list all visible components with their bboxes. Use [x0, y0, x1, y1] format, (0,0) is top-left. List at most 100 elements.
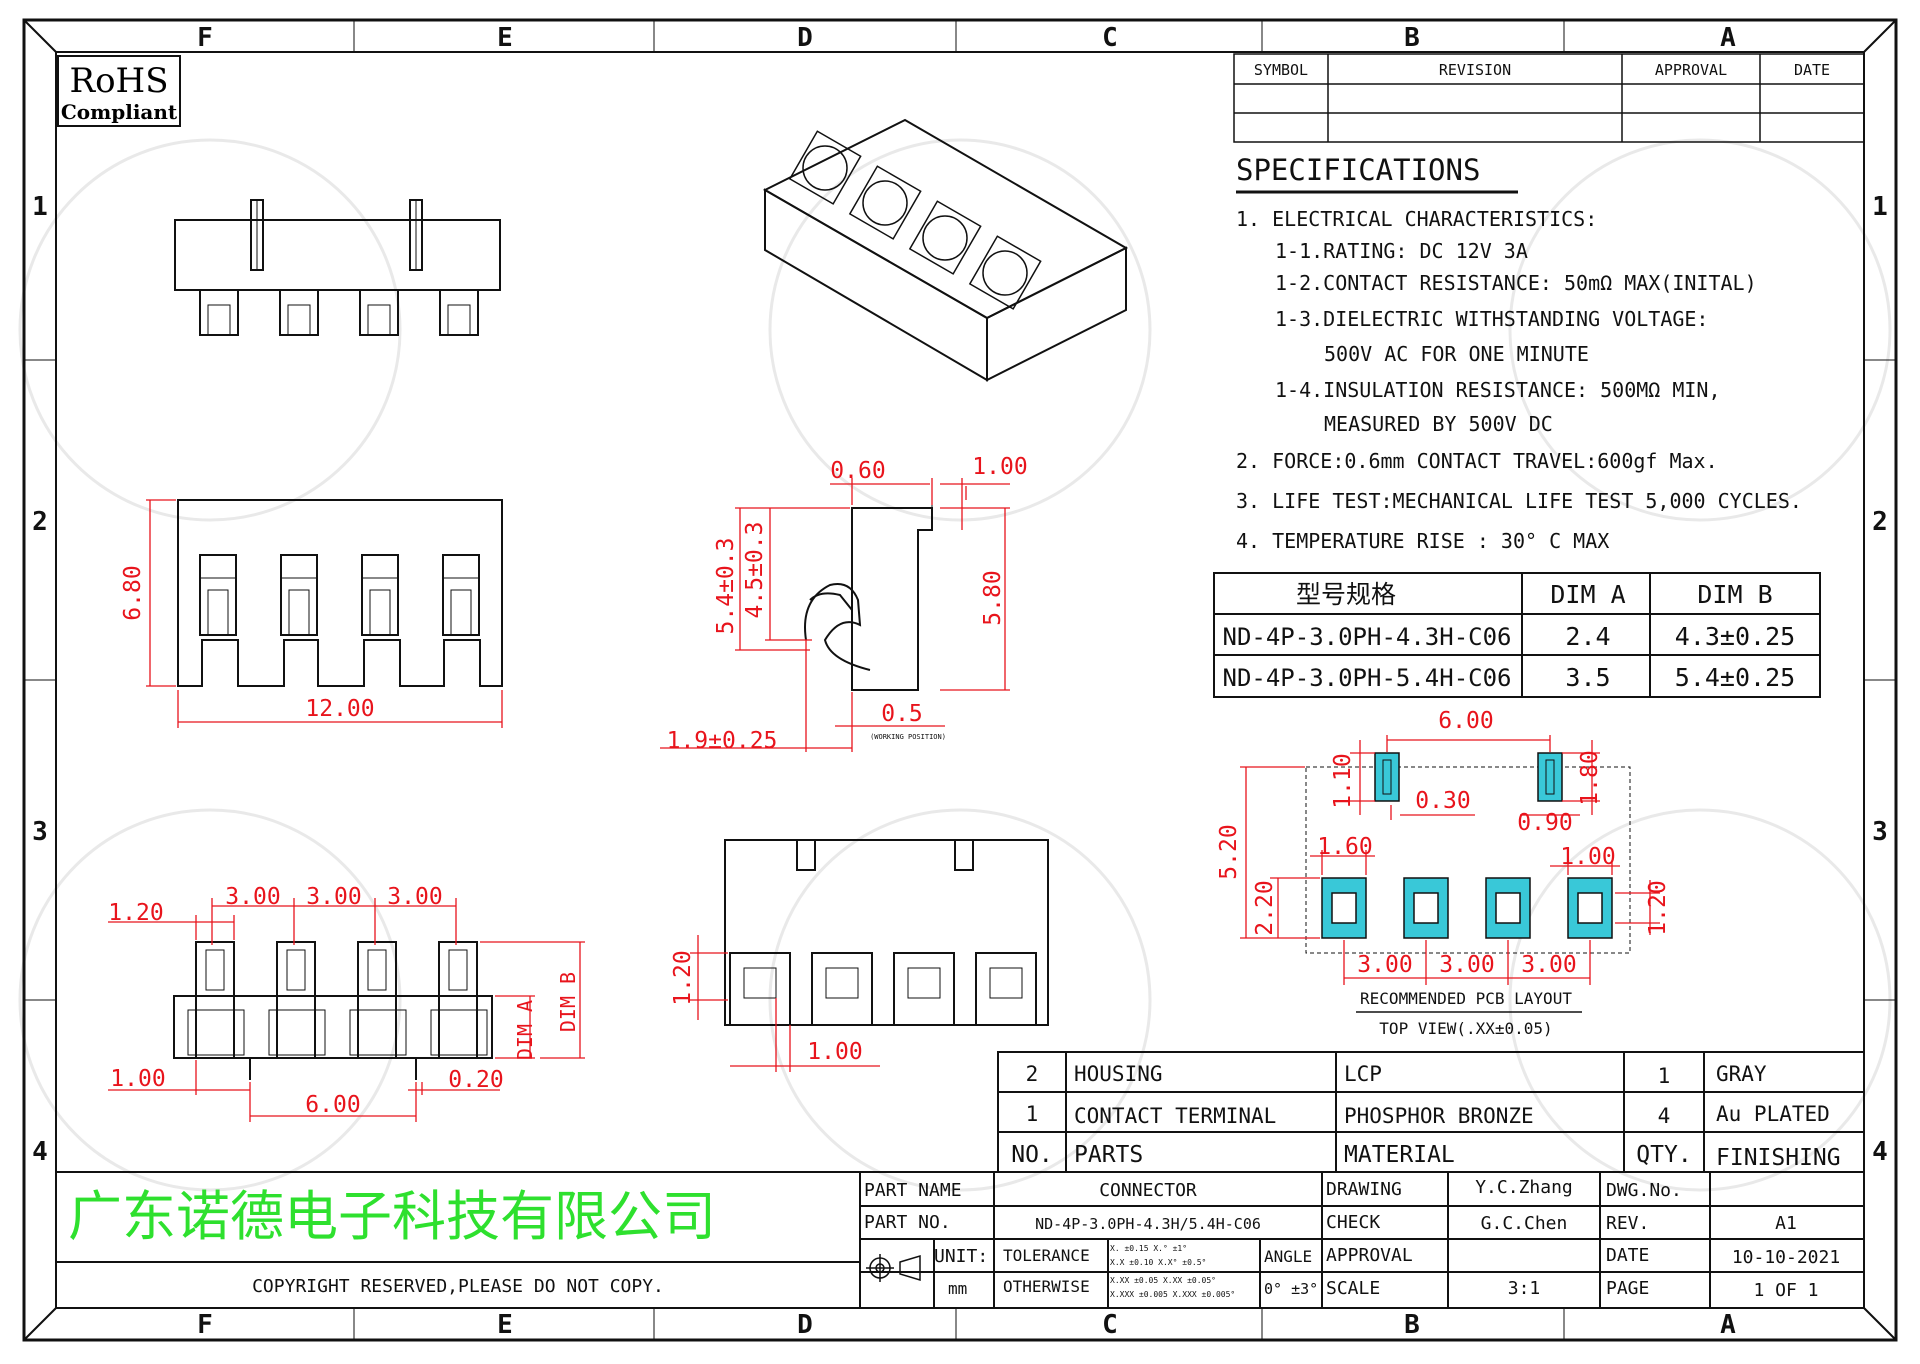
dim-pcb-520: 5.20 [1216, 824, 1242, 879]
bom-row2-qty: 4 [1658, 1104, 1671, 1128]
model-row2-model: ND-4P-3.0PH-5.4H-C06 [1223, 664, 1512, 692]
specs-title: SPECIFICATIONS [1236, 153, 1480, 187]
unit-label: UNIT: [934, 1246, 988, 1267]
model-row2-dima: 3.5 [1565, 663, 1610, 692]
pcb-dims [1240, 735, 1660, 985]
spec-line-6: 1-4.INSULATION RESISTANCE: 500MΩ MIN, [1275, 378, 1721, 402]
back-view-dims [690, 935, 880, 1072]
angle-label: ANGLE [1264, 1247, 1312, 1266]
dim-back-100: 1.00 [807, 1039, 862, 1065]
date-label: DATE [1606, 1245, 1649, 1266]
dim-pcb-030: 0.30 [1415, 788, 1470, 814]
dim-height-680: 6.80 [120, 565, 146, 620]
model-header-dima: DIM A [1550, 580, 1625, 609]
part-no-value: ND-4P-3.0PH-4.3H/5.4H-C06 [1035, 1215, 1261, 1233]
check-by: G.C.Chen [1481, 1213, 1568, 1234]
angle-value: 0° ±3° [1264, 1280, 1318, 1298]
dim-side-45: 4.5±0.3 [742, 522, 768, 619]
tolerance-label: TOLERANCE [1003, 1246, 1090, 1265]
row-label-2: 2 [32, 507, 48, 537]
top-plan-view [174, 199, 501, 336]
model-header-spec: 型号规格 [1296, 580, 1396, 609]
page-label: PAGE [1606, 1278, 1649, 1299]
dim-side-19: 1.9±0.25 [667, 728, 778, 754]
dim-side-100: 1.00 [972, 454, 1027, 480]
tol-line-2: X.X ±0.10 X.X° ±0.5° [1110, 1258, 1206, 1267]
bom-row2-no: 1 [1026, 1102, 1039, 1126]
rohs-compliant-text: Compliant [61, 100, 178, 124]
col-label-e: E [497, 23, 513, 53]
part-name-value: CONNECTOR [1099, 1180, 1197, 1201]
front-elevation-view [177, 499, 503, 687]
spec-line-2: 1-1.RATING: DC 12V 3A [1275, 239, 1528, 263]
rohs-text: RoHS [69, 61, 168, 101]
col-label-d-bottom: D [797, 1310, 813, 1340]
dim-pin-120: 1.20 [108, 900, 163, 926]
bom-header-parts: PARTS [1074, 1142, 1143, 1168]
dim-side-060: 0.60 [830, 458, 885, 484]
dim-side-580: 5.80 [980, 570, 1006, 625]
dim-pcb-pitch-1: 3.00 [1357, 952, 1412, 978]
dim-pin-100: 1.00 [110, 1066, 165, 1092]
model-table [1213, 572, 1821, 698]
dim-pcb-600: 6.00 [1438, 708, 1493, 734]
bom-row1-qty: 1 [1658, 1064, 1671, 1088]
col-label-f-bottom: F [197, 1310, 213, 1340]
revision-table [1233, 53, 1865, 143]
row-label-1: 1 [32, 192, 48, 222]
model-header-dimb: DIM B [1697, 580, 1772, 609]
dim-pcb-120: 1.20 [1645, 880, 1671, 935]
pcb-caption: RECOMMENDED PCB LAYOUT [1360, 989, 1572, 1008]
dim-a-label: DIM A [513, 1000, 537, 1060]
dim-b-label: DIM B [556, 972, 580, 1032]
dim-pin-600: 6.00 [305, 1092, 360, 1118]
rev-header-symbol: SYMBOL [1254, 61, 1308, 79]
col-label-a-bottom: A [1720, 1310, 1736, 1340]
col-label-b-bottom: B [1404, 1310, 1420, 1340]
page-value: 1 OF 1 [1753, 1280, 1818, 1301]
scale-label: SCALE [1326, 1278, 1380, 1299]
copyright-note: COPYRIGHT RESERVED,PLEASE DO NOT COPY. [252, 1276, 664, 1297]
row-label-4-right: 4 [1872, 1137, 1888, 1167]
title-block [55, 1171, 1865, 1309]
dim-pitch-1: 3.00 [225, 884, 280, 910]
dim-pitch-3: 3.00 [387, 884, 442, 910]
col-label-a: A [1720, 23, 1736, 53]
dim-pcb-110: 1.10 [1330, 753, 1356, 808]
dim-side-05: 0.5 [881, 701, 923, 727]
front-elevation-dims [146, 499, 503, 728]
drawing-label: DRAWING [1326, 1179, 1402, 1200]
dim-pcb-180: 1.80 [1577, 750, 1603, 805]
pin-front-dims [108, 898, 585, 1122]
part-no-label: PART NO. [864, 1212, 951, 1233]
spec-line-3: 1-2.CONTACT RESISTANCE: 50mΩ MAX(INITAL) [1275, 271, 1757, 295]
dim-pcb-220: 2.20 [1252, 880, 1278, 935]
part-name-label: PART NAME [864, 1180, 962, 1201]
date-value: 10-10-2021 [1732, 1247, 1840, 1268]
row-label-4: 4 [32, 1137, 48, 1167]
row-label-2-right: 2 [1872, 507, 1888, 537]
specifications-block: SPECIFICATIONS 1. ELECTRICAL CHARACTERIS… [1236, 153, 1802, 553]
model-row1-model: ND-4P-3.0PH-4.3H-C06 [1223, 623, 1512, 651]
dim-back-120: 1.20 [670, 950, 696, 1005]
dwg-no-label: DWG.No. [1606, 1180, 1682, 1201]
model-row1-dimb: 4.3±0.25 [1675, 622, 1795, 651]
col-label-c-bottom: C [1102, 1310, 1118, 1340]
model-row1-dima: 2.4 [1565, 622, 1610, 651]
dim-pitch-2: 3.00 [306, 884, 361, 910]
spec-line-10: 4. TEMPERATURE RISE : 30° C MAX [1236, 529, 1609, 553]
pin-front-view [173, 941, 493, 1080]
row-label-3-right: 3 [1872, 817, 1888, 847]
rohs-badge: RoHS Compliant [57, 55, 181, 127]
dim-pcb-160: 1.60 [1317, 834, 1372, 860]
col-label-c: C [1102, 23, 1118, 53]
dim-side-work-note: (WORKING POSITION) [870, 733, 946, 741]
approval-label: APPROVAL [1326, 1245, 1413, 1266]
spec-line-5: 500V AC FOR ONE MINUTE [1324, 342, 1589, 366]
company-name: 广东诺德电子科技有限公司 [68, 1185, 716, 1248]
spec-line-7: MEASURED BY 500V DC [1324, 412, 1553, 436]
tol-line-4: X.XXX ±0.005 X.XXX ±0.005° [1110, 1290, 1235, 1299]
col-label-f: F [197, 23, 213, 53]
bom-row1-no: 2 [1026, 1062, 1039, 1086]
